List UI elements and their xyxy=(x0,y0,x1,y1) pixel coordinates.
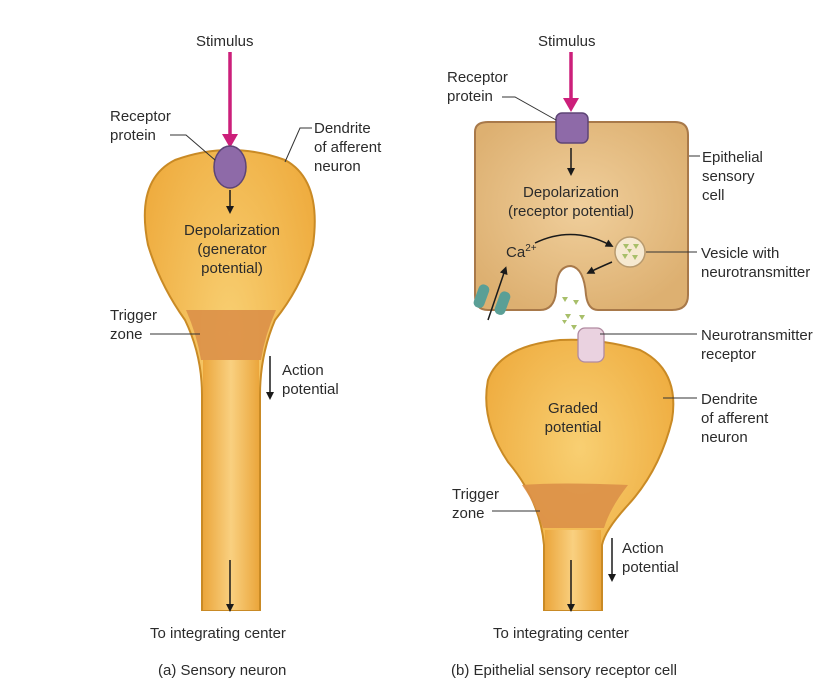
depolarization-label-a: Depolarization (generator potential) xyxy=(184,222,280,277)
nt-receptor-label: Neurotransmitter receptor xyxy=(701,327,813,363)
calcium-channel-2 xyxy=(494,291,511,315)
vesicle-neurotransmitter xyxy=(622,244,639,260)
stimulus-label-a: Stimulus xyxy=(196,33,254,50)
leader-receptor-b xyxy=(502,96,557,121)
trigger-zone-label-b: Trigger zone xyxy=(452,486,499,522)
receptor-protein-b xyxy=(555,112,589,144)
afferent-axon-b xyxy=(545,530,601,610)
action-potential-label-b: Action potential xyxy=(622,540,679,576)
calcium-symbol: Ca xyxy=(506,244,526,261)
to-center-label-b: To integrating center xyxy=(493,625,629,642)
to-center-label-a: To integrating center xyxy=(150,625,286,642)
dendrite-label-a: Dendrite of afferent neuron xyxy=(314,120,382,175)
action-potential-label-a: Action potential xyxy=(282,362,339,398)
depolarization-label-b: Depolarization (receptor potential) xyxy=(508,184,634,220)
vesicle-to-membrane-arrow xyxy=(586,261,613,274)
receptor-protein-a xyxy=(213,145,247,189)
trigger-zone-b xyxy=(522,483,628,528)
neurotransmitter-receptor xyxy=(577,327,605,363)
calcium-channel-1 xyxy=(473,284,490,308)
calcium-influx-arrow xyxy=(487,266,508,321)
leader-dendrite-a xyxy=(284,127,312,163)
trigger-zone-a xyxy=(186,310,276,360)
dendrite-label-b: Dendrite of afferent neuron xyxy=(701,391,769,446)
trigger-zone-label-a: Trigger zone xyxy=(110,307,157,343)
epithelial-cell-label: Epithelial sensory cell xyxy=(702,149,763,204)
stimulus-label-b: Stimulus xyxy=(538,33,596,50)
stimulus-arrowhead-a xyxy=(222,134,238,148)
calcium-label: Ca2+ xyxy=(506,243,537,262)
receptor-protein-label-a: Receptor protein xyxy=(110,108,171,144)
caption-b: (b) Epithelial sensory receptor cell xyxy=(451,662,677,679)
leader-receptor-a xyxy=(170,134,216,161)
graded-potential-label: Graded potential xyxy=(544,400,602,436)
calcium-to-vesicle-arrow xyxy=(534,233,614,247)
stimulus-arrowhead-b xyxy=(563,98,579,112)
released-neurotransmitter xyxy=(562,297,585,330)
caption-a: (a) Sensory neuron xyxy=(158,662,287,679)
sensory-neuron-axon xyxy=(203,360,259,610)
vesicle-label: Vesicle with neurotransmitter xyxy=(701,245,811,281)
receptor-protein-label-b: Receptor protein xyxy=(447,69,508,105)
calcium-charge: 2+ xyxy=(525,243,537,254)
